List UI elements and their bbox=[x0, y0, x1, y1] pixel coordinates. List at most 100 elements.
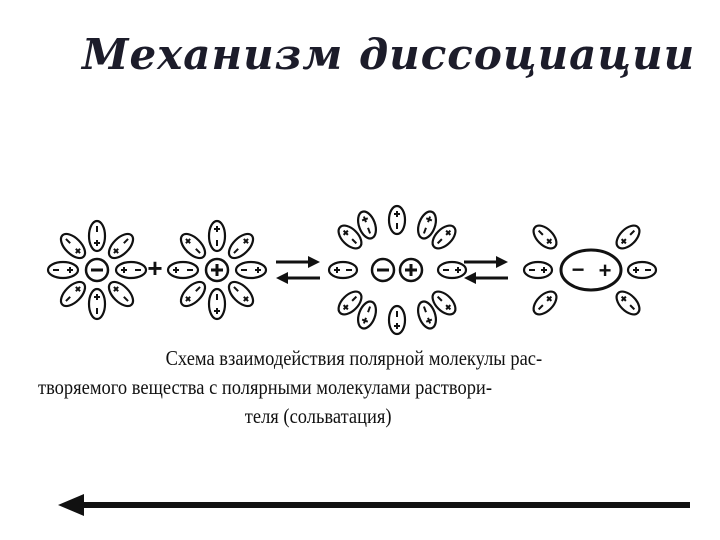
solvent-dipole bbox=[615, 290, 641, 316]
molecule-plus: + bbox=[599, 258, 612, 283]
solvent-dipole bbox=[522, 260, 554, 280]
solvent-dipole bbox=[532, 224, 558, 250]
solvent-dipole bbox=[626, 260, 658, 280]
dipole-mark bbox=[113, 286, 119, 292]
caption-line-3: теля (сольватация) bbox=[244, 404, 392, 428]
solvent-dipole bbox=[107, 280, 135, 308]
dipole-mark bbox=[351, 295, 358, 302]
solvent-dipole bbox=[387, 204, 407, 236]
solvent-dipole bbox=[387, 304, 407, 336]
dipole-mark bbox=[195, 286, 201, 292]
solvent-dipole bbox=[179, 280, 207, 308]
dipole-outline bbox=[59, 280, 87, 308]
dipole-outline bbox=[227, 280, 255, 308]
solvent-dipole bbox=[416, 300, 438, 330]
dipole-outline bbox=[207, 219, 227, 253]
cation bbox=[398, 257, 424, 283]
dipole-outline bbox=[46, 260, 80, 280]
dipole-outline bbox=[327, 260, 359, 280]
solvent-dipole bbox=[431, 290, 457, 316]
anion bbox=[84, 257, 110, 283]
solvent-dipole bbox=[227, 232, 255, 260]
slide-title: Механизм диссоциации bbox=[82, 30, 696, 79]
molecule-outline bbox=[559, 248, 623, 292]
dipole-outline bbox=[107, 280, 135, 308]
dipole-mark bbox=[123, 238, 129, 244]
solvent-dipole bbox=[431, 224, 457, 250]
solvent-dipole bbox=[327, 260, 359, 280]
dipole-mark bbox=[361, 217, 369, 222]
solvation-scheme: + −+ bbox=[46, 204, 658, 336]
dipole-mark bbox=[342, 304, 349, 311]
dipole-mark bbox=[233, 286, 239, 292]
dipole-mark bbox=[436, 238, 443, 245]
dipole-outline bbox=[532, 224, 558, 250]
plus-sign: + bbox=[147, 253, 162, 283]
dipole-outline bbox=[179, 280, 207, 308]
solvent-dipole bbox=[234, 260, 268, 280]
dipole-outline bbox=[227, 232, 255, 260]
direction-arrow bbox=[58, 494, 690, 516]
dipole-outline bbox=[436, 260, 468, 280]
dipole-outline bbox=[59, 232, 87, 260]
dipole-mark bbox=[537, 229, 544, 236]
dipole-outline bbox=[387, 204, 407, 236]
solvent-dipole bbox=[87, 287, 107, 321]
dipole-mark bbox=[436, 295, 443, 302]
dipole-mark bbox=[422, 227, 427, 234]
dipole-mark bbox=[233, 248, 239, 254]
dipole-outline bbox=[87, 287, 107, 321]
dipole-mark bbox=[425, 217, 433, 222]
solvent-dipole bbox=[436, 260, 468, 280]
dipole-mark bbox=[123, 296, 129, 302]
dipole-outline bbox=[522, 260, 554, 280]
dipole-mark bbox=[185, 238, 191, 244]
dipole-outline bbox=[416, 210, 438, 240]
dipole-mark bbox=[629, 304, 636, 311]
dipole-mark bbox=[195, 248, 201, 254]
dipole-mark bbox=[243, 296, 249, 302]
polar-molecule: −+ bbox=[559, 248, 623, 292]
dipole-outline bbox=[87, 219, 107, 253]
solvent-dipole bbox=[356, 300, 378, 330]
solvent-dipole bbox=[416, 210, 438, 240]
dipole-outline bbox=[532, 290, 558, 316]
dipole-mark bbox=[243, 238, 249, 244]
dipole-mark bbox=[620, 238, 627, 245]
dipole-mark bbox=[361, 318, 369, 323]
dipole-mark bbox=[425, 318, 433, 323]
equilibrium-arrows-2 bbox=[464, 256, 508, 284]
dipole-outline bbox=[387, 304, 407, 336]
molecule-minus: − bbox=[572, 257, 585, 282]
dipole-mark bbox=[546, 238, 553, 245]
dipole-outline bbox=[166, 260, 200, 280]
solvent-dipole bbox=[227, 280, 255, 308]
dipole-mark bbox=[629, 229, 636, 236]
dipole-mark bbox=[351, 238, 358, 245]
solvent-dipole bbox=[59, 280, 87, 308]
dipole-mark bbox=[342, 229, 349, 236]
dipole-outline bbox=[207, 287, 227, 321]
arrow-head-left bbox=[58, 494, 84, 516]
equilibrium-arrows-1 bbox=[276, 256, 320, 284]
backward-arrow-head bbox=[276, 272, 288, 284]
solvent-dipole bbox=[114, 260, 148, 280]
solvent-dipole bbox=[207, 219, 227, 253]
caption-line-2: творяемого вещества с полярными молекула… bbox=[38, 375, 492, 399]
dipole-mark bbox=[75, 248, 81, 254]
dipole-outline bbox=[234, 260, 268, 280]
polar-molecule-with-solvent: −+ bbox=[522, 224, 658, 316]
dipole-mark bbox=[65, 238, 71, 244]
dipole-outline bbox=[626, 260, 658, 280]
dipole-mark bbox=[546, 295, 553, 302]
solvated-anion bbox=[46, 219, 148, 321]
solvent-dipole bbox=[46, 260, 80, 280]
forward-arrow-head bbox=[496, 256, 508, 268]
forward-arrow-head bbox=[308, 256, 320, 268]
dipole-mark bbox=[445, 304, 452, 311]
backward-arrow-head bbox=[464, 272, 476, 284]
solvent-dipole bbox=[337, 290, 363, 316]
dipole-outline bbox=[356, 210, 378, 240]
solvated-cation bbox=[166, 219, 268, 321]
caption-line-1: Схема взаимодействия полярной молекулы р… bbox=[165, 346, 543, 370]
